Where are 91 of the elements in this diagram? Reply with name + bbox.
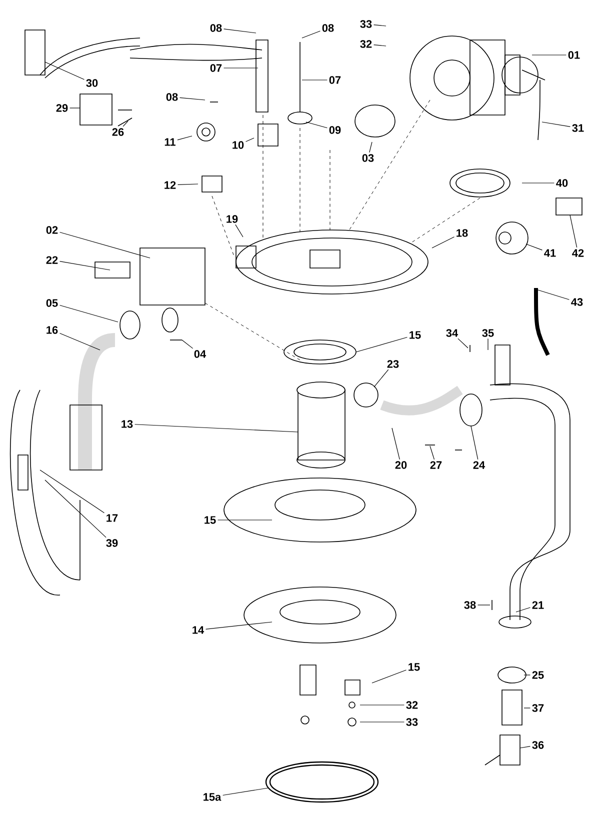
callout-number: 08 bbox=[166, 93, 178, 101]
leader-line bbox=[205, 622, 272, 630]
callout-number: 37 bbox=[532, 704, 544, 712]
callout-number: 31 bbox=[572, 124, 584, 132]
callout-number: 08 bbox=[210, 24, 222, 32]
callout-number: 33 bbox=[406, 718, 418, 726]
leader-line bbox=[44, 62, 84, 80]
callout-number: 17 bbox=[106, 514, 118, 522]
callout-number: 39 bbox=[106, 539, 118, 547]
callout-number: 07 bbox=[210, 64, 222, 72]
callout-number: 42 bbox=[572, 249, 584, 257]
leader-line bbox=[477, 604, 490, 606]
callout-number: 33 bbox=[360, 20, 372, 28]
callout-number: 22 bbox=[46, 256, 58, 264]
callout-number: 18 bbox=[456, 229, 468, 237]
callout-number: 16 bbox=[46, 326, 58, 334]
leader-line bbox=[122, 120, 128, 127]
callout-number: 01 bbox=[568, 51, 580, 59]
callout-number: 30 bbox=[86, 79, 98, 87]
callout-number: 38 bbox=[464, 601, 476, 609]
leader-line bbox=[235, 224, 244, 238]
leader-line bbox=[374, 369, 389, 388]
callout-number: 21 bbox=[532, 601, 544, 609]
callout-number: 35 bbox=[482, 329, 494, 337]
leader-line bbox=[356, 336, 408, 352]
leader-line bbox=[306, 122, 328, 128]
leader-line bbox=[373, 44, 386, 46]
callout-number: 24 bbox=[473, 461, 486, 469]
callout-number: 26 bbox=[112, 128, 124, 136]
leader-line bbox=[60, 304, 118, 322]
leader-line bbox=[44, 480, 106, 538]
callout-number: 02 bbox=[46, 226, 58, 234]
leader-line bbox=[430, 446, 435, 460]
leader-line bbox=[526, 244, 542, 250]
leader-line bbox=[60, 232, 150, 258]
leader-line bbox=[516, 607, 530, 612]
leader-line bbox=[532, 54, 566, 56]
callout-number: 43 bbox=[571, 298, 583, 306]
leader-line bbox=[245, 138, 254, 142]
leader-line bbox=[222, 788, 268, 796]
callout-number: 19 bbox=[226, 215, 238, 223]
callout-number: 11 bbox=[164, 138, 176, 146]
leader-line bbox=[369, 142, 372, 153]
callout-number: 25 bbox=[532, 671, 544, 679]
leader-line bbox=[360, 704, 404, 706]
callout-number: 32 bbox=[406, 701, 418, 709]
leader-line bbox=[458, 338, 468, 348]
callout-number: 05 bbox=[46, 299, 58, 307]
callout-number: 41 bbox=[544, 249, 556, 257]
callout-number: 07 bbox=[329, 76, 341, 84]
leader-line bbox=[302, 30, 320, 38]
callout-number: 08 bbox=[322, 24, 334, 32]
callout-number: 29 bbox=[56, 104, 68, 112]
callout-number: 12 bbox=[164, 181, 176, 189]
leader-line bbox=[542, 122, 570, 127]
leader-line bbox=[60, 332, 100, 350]
leader-line bbox=[177, 136, 192, 140]
leader-line bbox=[432, 236, 454, 248]
leader-line bbox=[372, 670, 406, 684]
callout-number: 40 bbox=[556, 179, 568, 187]
callout-number: 15 bbox=[410, 331, 421, 339]
callout-number: 27 bbox=[430, 461, 442, 469]
leader-line bbox=[60, 261, 110, 270]
callout-number: 10 bbox=[232, 141, 244, 149]
callout-number: 32 bbox=[360, 40, 372, 48]
leader-line bbox=[470, 426, 478, 460]
callout-number: 15 bbox=[408, 663, 420, 671]
callout-number: 20 bbox=[395, 461, 407, 469]
callout-number: 23 bbox=[387, 360, 399, 368]
callout-number: 09 bbox=[329, 126, 341, 134]
leader-line bbox=[373, 24, 386, 26]
leader-line bbox=[179, 97, 206, 100]
leader-line bbox=[522, 182, 554, 184]
callout-number: 36 bbox=[532, 741, 544, 749]
leader-line bbox=[520, 746, 530, 748]
callout-number: 04 bbox=[194, 350, 206, 358]
leader-line bbox=[177, 184, 198, 186]
callout-number: 03 bbox=[362, 154, 374, 162]
leader-line bbox=[570, 214, 578, 248]
callout-number: 13 bbox=[122, 420, 133, 428]
leader-line bbox=[223, 28, 256, 34]
leader-line bbox=[524, 674, 530, 676]
leader-line bbox=[182, 340, 194, 349]
callout-number: 14 bbox=[192, 626, 204, 634]
callout-number: 34 bbox=[446, 329, 458, 337]
leader-line bbox=[134, 424, 298, 432]
leader-line bbox=[40, 470, 104, 514]
leader-line bbox=[392, 428, 400, 460]
callout-number: 15 bbox=[204, 516, 216, 524]
callout-number: 15a bbox=[204, 793, 222, 801]
leader-line bbox=[538, 290, 570, 300]
